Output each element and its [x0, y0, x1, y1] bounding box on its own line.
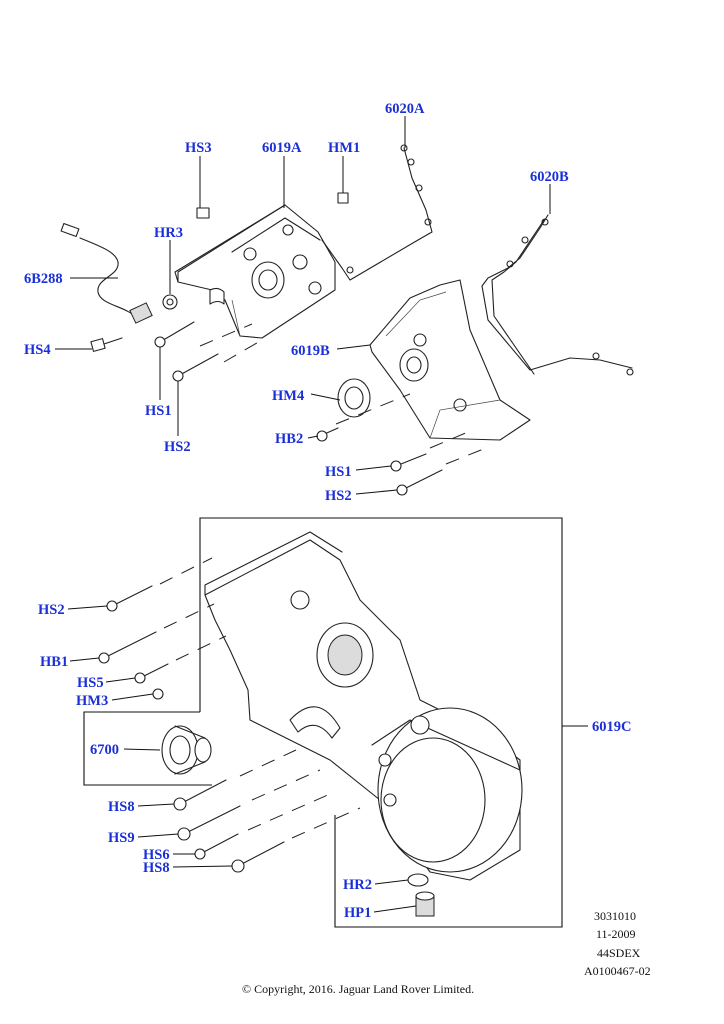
gasket-6020B: [481, 214, 634, 376]
callout-6700[interactable]: 6700: [90, 742, 119, 758]
callout-HB1[interactable]: HB1: [40, 654, 68, 670]
callout-HS8-a[interactable]: HS8: [108, 799, 135, 815]
callout-HS3[interactable]: HS3: [185, 140, 212, 156]
callout-HS1-mid[interactable]: HS1: [325, 464, 352, 480]
illustration-ref-line3: 44SDEX: [597, 946, 641, 960]
callout-6020A[interactable]: 6020A: [385, 101, 425, 117]
group-bracket-6019C: [83, 517, 563, 928]
callout-HM3[interactable]: HM3: [76, 693, 108, 709]
alignment-lines-lower: [159, 557, 361, 839]
callout-HB2[interactable]: HB2: [275, 431, 303, 447]
timing-cover-6019B: [369, 279, 531, 441]
callout-HR2[interactable]: HR2: [343, 877, 372, 893]
small-fasteners-upper: [90, 192, 443, 496]
callout-HM4[interactable]: HM4: [272, 388, 304, 404]
timing-cover-6019C: [204, 531, 523, 881]
callout-6020B[interactable]: 6020B: [530, 169, 569, 185]
copyright-notice: © Copyright, 2016. Jaguar Land Rover Lim…: [242, 982, 474, 996]
callout-HS2-lower[interactable]: HS2: [38, 602, 65, 618]
illustration-ref-line4: A0100467-02: [584, 964, 651, 978]
callout-HS5[interactable]: HS5: [77, 675, 104, 691]
crank-seal-6700: [161, 725, 212, 775]
callout-HS9[interactable]: HS9: [108, 830, 135, 846]
callout-6B288[interactable]: 6B288: [24, 271, 63, 287]
callout-6019A[interactable]: 6019A: [262, 140, 302, 156]
callout-6019C[interactable]: 6019C: [592, 719, 631, 735]
gasket-6020A: [321, 144, 433, 281]
seal-HR2: [407, 873, 429, 887]
illustration-ref-line2: 11-2009: [596, 927, 636, 941]
callout-HR3[interactable]: HR3: [154, 225, 183, 241]
oil-seal-HM4: [337, 378, 371, 418]
callout-HS2-mid[interactable]: HS2: [325, 488, 352, 504]
callout-HS2-upper[interactable]: HS2: [164, 439, 191, 455]
callout-HM1[interactable]: HM1: [328, 140, 360, 156]
leader-lines: [55, 116, 588, 913]
plug-HP1: [415, 891, 435, 917]
sensor-6B288: [60, 222, 153, 324]
callout-HS8-b[interactable]: HS8: [143, 860, 170, 876]
illustration-ref-line1: 3031010: [594, 909, 636, 923]
callout-6019B[interactable]: 6019B: [291, 343, 330, 359]
timing-cover-upper-6019A: [174, 204, 336, 339]
callout-HS6[interactable]: HS6: [143, 847, 170, 863]
callout-HP1[interactable]: HP1: [344, 905, 371, 921]
bolts-lower: [98, 585, 285, 873]
alignment-lines-upper: [199, 323, 487, 465]
callout-HS4[interactable]: HS4: [24, 342, 51, 358]
callout-HS1-upper[interactable]: HS1: [145, 403, 172, 419]
